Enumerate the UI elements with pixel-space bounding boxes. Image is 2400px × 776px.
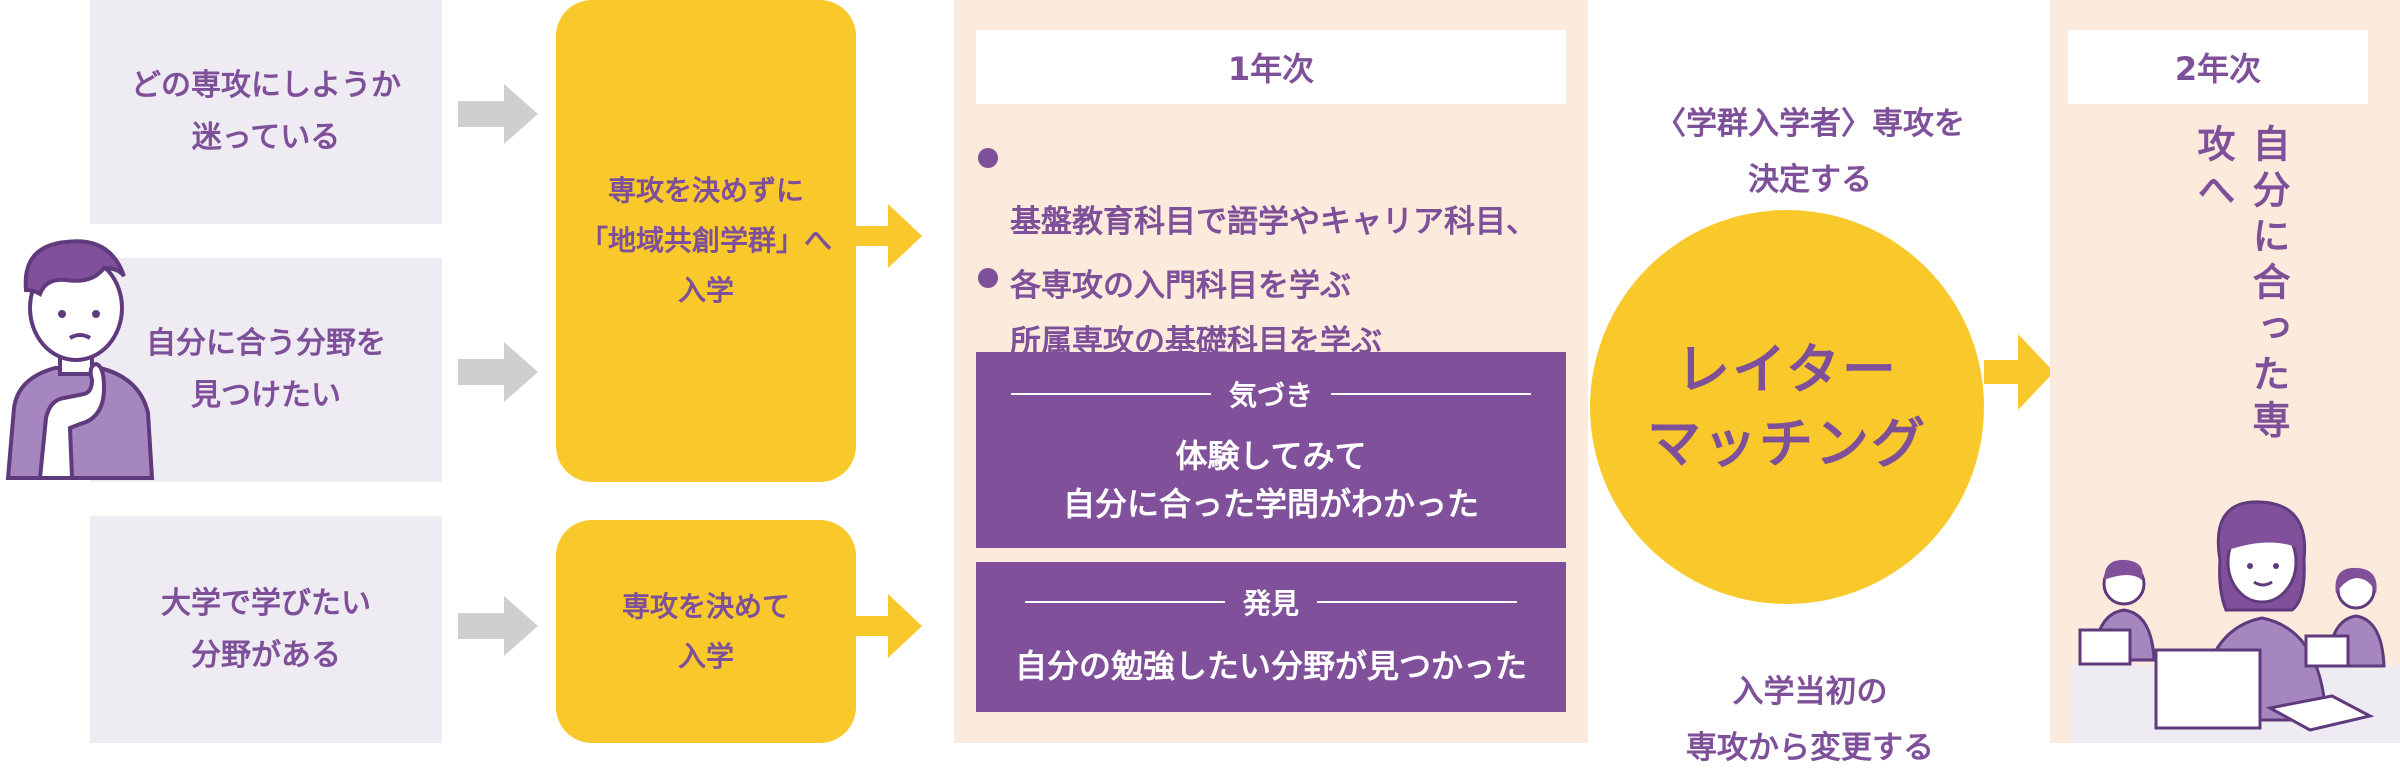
matching-bottom-note-text: 入学当初の 専攻から変更する <box>1686 674 1934 766</box>
kizuki-box: 気づき 体験してみて 自分に合った学問がわかった <box>976 352 1566 548</box>
entry-text: 専攻を決めて 入学 <box>621 589 790 673</box>
worry-text: 自分に合う分野を 見つけたい <box>146 326 386 413</box>
matching-bottom-note: 入学当初の 専攻から変更する <box>1590 608 2030 776</box>
year2-vertical-label: 自分に合った専攻へ <box>2191 124 2290 446</box>
hakken-title-row: 発見 <box>976 582 1566 622</box>
arrow-right-icon <box>458 342 538 402</box>
hakken-title: 発見 <box>1242 587 1299 620</box>
worry-box-undecided: どの専攻にしようか 迷っている <box>90 0 442 224</box>
arrow-right-icon <box>856 204 922 268</box>
year2-vertical-text: 自分に合った専攻へ <box>2186 124 2296 484</box>
hakken-box: 発見 自分の勉強したい分野が見つかった <box>976 562 1566 712</box>
kizuki-title-row: 気づき <box>976 374 1566 414</box>
thinking-student-illustration <box>5 239 155 480</box>
year1-bullet-text: 基盤教育科目で語学やキャリア科目、 各専攻の入門科目を学ぶ <box>1010 204 1537 304</box>
matching-top-note: 〈学群入学者〉専攻を 決定する <box>1590 40 2030 208</box>
arrow-right-icon <box>856 594 922 658</box>
worry-text: どの専攻にしようか 迷っている <box>131 68 401 155</box>
divider-line <box>1331 393 1531 395</box>
divider-line <box>1010 393 1211 395</box>
entry-box-decided-major: 専攻を決めて 入学 <box>556 520 856 743</box>
late-matching-label: レイター マッチング <box>1647 338 1927 475</box>
worry-box-has-field: 大学で学びたい 分野がある <box>90 516 442 743</box>
kizuki-title: 気づき <box>1228 379 1313 412</box>
year1-bullet: 基盤教育科目で語学やキャリア科目、 各専攻の入門科目を学ぶ <box>1010 126 1590 318</box>
entry-box-undecided-major: 専攻を決めずに 「地域共創学群」へ 入学 <box>556 0 856 482</box>
hakken-body: 自分の勉強したい分野が見つかった <box>1014 647 1527 685</box>
arrow-right-icon <box>458 84 538 144</box>
entry-text: 専攻を決めずに 「地域共創学群」へ 入学 <box>579 174 832 307</box>
year2-header-label: 2年次 <box>2174 50 2262 88</box>
kizuki-body: 体験してみて 自分に合った学問がわかった <box>1062 437 1479 523</box>
bullet-dot-icon <box>978 268 998 288</box>
divider-line <box>1317 601 1517 603</box>
bullet-dot-icon <box>978 148 998 168</box>
arrow-right-icon <box>458 596 538 656</box>
year1-header-label: 1年次 <box>1227 50 1315 88</box>
arrow-right-icon <box>1984 334 2054 410</box>
year2-header: 2年次 <box>2068 30 2368 104</box>
divider-line <box>1024 601 1225 603</box>
students-studying-illustration <box>2070 500 2400 743</box>
late-matching-circle: レイター マッチング <box>1590 210 1984 604</box>
matching-top-note-text: 〈学群入学者〉専攻を 決定する <box>1655 106 1965 198</box>
worry-text: 大学で学びたい 分野がある <box>161 585 371 673</box>
year1-header: 1年次 <box>976 30 1566 104</box>
